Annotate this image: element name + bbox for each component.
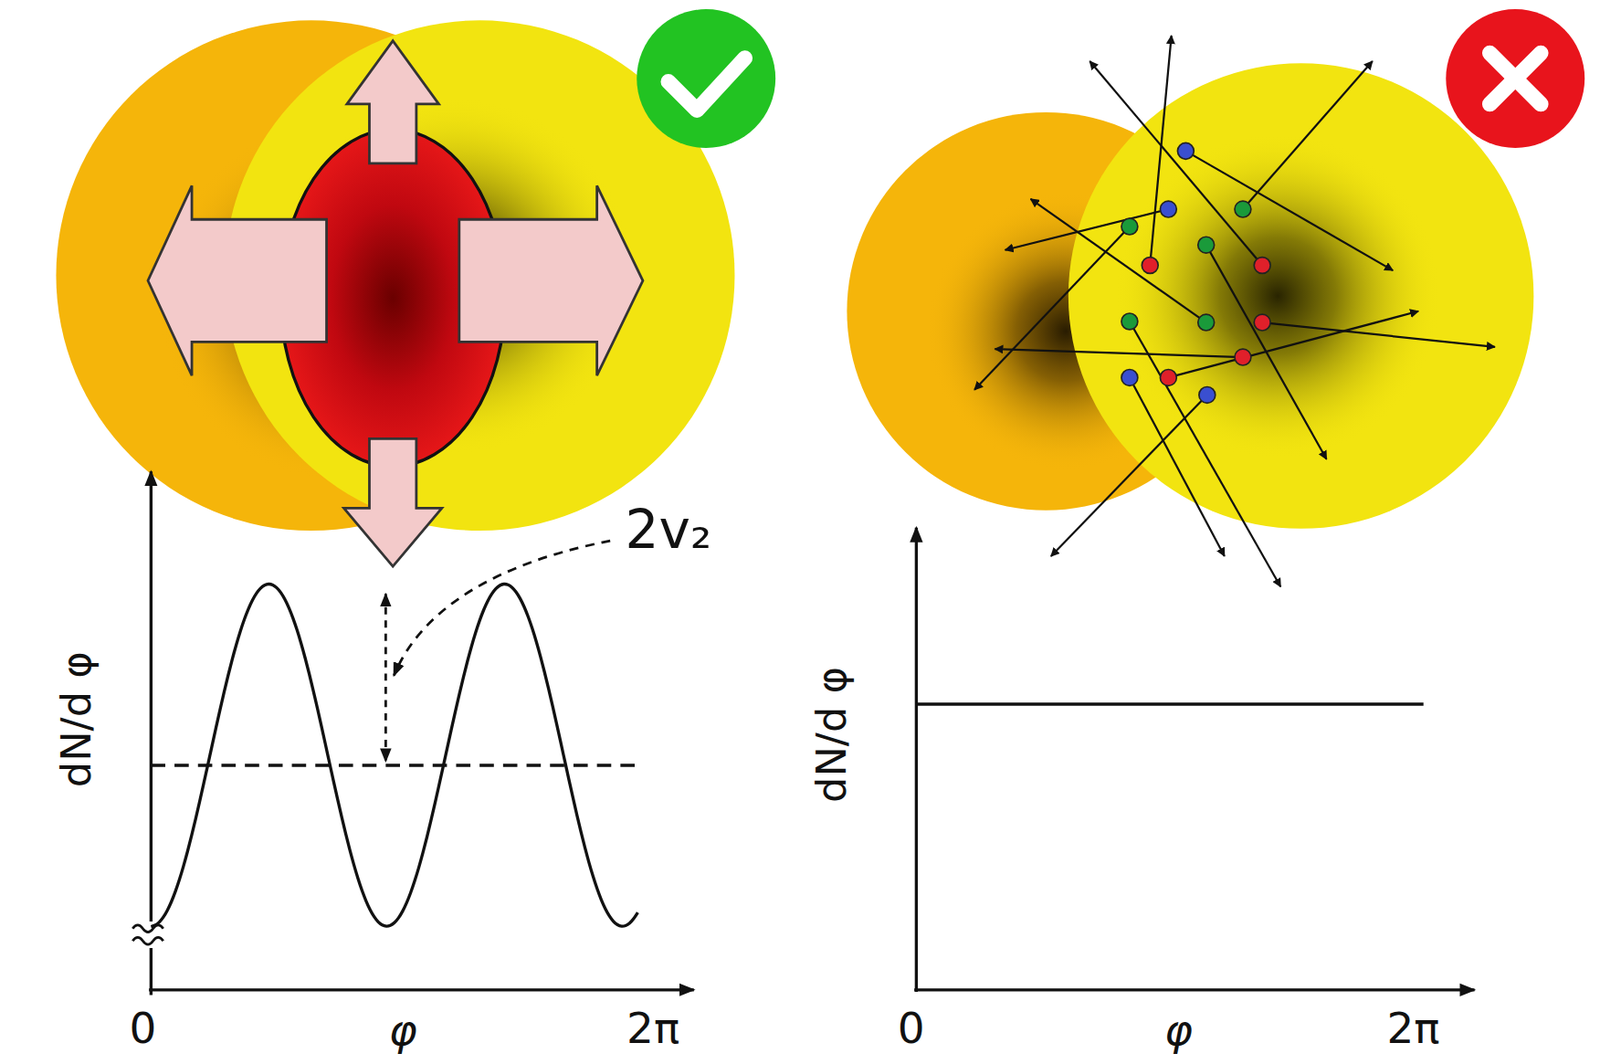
parton — [1177, 142, 1194, 159]
parton-track — [1168, 311, 1419, 379]
y-axis — [149, 471, 153, 995]
pressure-arrow — [147, 185, 327, 376]
axis-title: dN/d φ — [809, 666, 854, 803]
parton — [1121, 313, 1138, 330]
parton-tracks — [974, 35, 1495, 587]
axis-break — [132, 925, 164, 933]
amplitude-arrow — [384, 593, 388, 761]
check-mark — [668, 58, 746, 111]
nucleus-right — [1068, 63, 1535, 529]
flat-distribution — [915, 702, 1423, 706]
parton-track — [994, 348, 1243, 358]
parton — [1234, 200, 1252, 218]
x-axis — [148, 988, 695, 991]
parton — [1198, 314, 1215, 331]
callout-curve — [393, 540, 611, 675]
axis-title: dN/d φ — [53, 651, 99, 788]
axis-tick: 0 — [897, 1004, 926, 1053]
parton — [1121, 368, 1138, 386]
mean-level — [150, 763, 643, 767]
axis-break — [132, 936, 164, 945]
callout-label: 2v₂ — [625, 501, 713, 560]
parton — [1234, 348, 1252, 366]
parton — [1159, 200, 1177, 218]
pressure-arrow — [347, 41, 440, 164]
axis-tick: φ — [1164, 1007, 1193, 1055]
cross-mark — [1489, 52, 1541, 105]
parton-track — [1129, 321, 1281, 588]
parton — [1159, 368, 1177, 386]
check-icon — [636, 9, 776, 148]
y-axis — [915, 527, 918, 992]
parton-track — [1005, 209, 1169, 251]
x-axis — [914, 988, 1474, 991]
cross-mark — [1489, 52, 1541, 105]
cross-icon — [1445, 9, 1585, 148]
parton — [1141, 257, 1158, 274]
axis-tick: 2π — [1386, 1004, 1440, 1053]
parton — [1199, 386, 1216, 403]
parton-track — [1051, 394, 1208, 557]
pressure-arrow — [459, 185, 643, 376]
parton-track — [1031, 199, 1207, 323]
parton-track — [1129, 377, 1225, 557]
partons — [1121, 142, 1271, 403]
parton-track — [1149, 35, 1171, 265]
flow-curve — [150, 583, 638, 927]
parton-track — [1242, 61, 1373, 210]
parton — [1253, 257, 1271, 274]
pressure-arrow — [344, 438, 443, 567]
nucleus-shade — [1068, 63, 1535, 529]
parton — [1198, 236, 1215, 253]
axis-tick: φ — [389, 1007, 418, 1055]
parton — [1121, 218, 1138, 235]
axis-tick: 2π — [626, 1004, 680, 1053]
parton-track — [1089, 61, 1263, 265]
axis-tick: 0 — [128, 1004, 157, 1053]
parton — [1253, 314, 1271, 331]
